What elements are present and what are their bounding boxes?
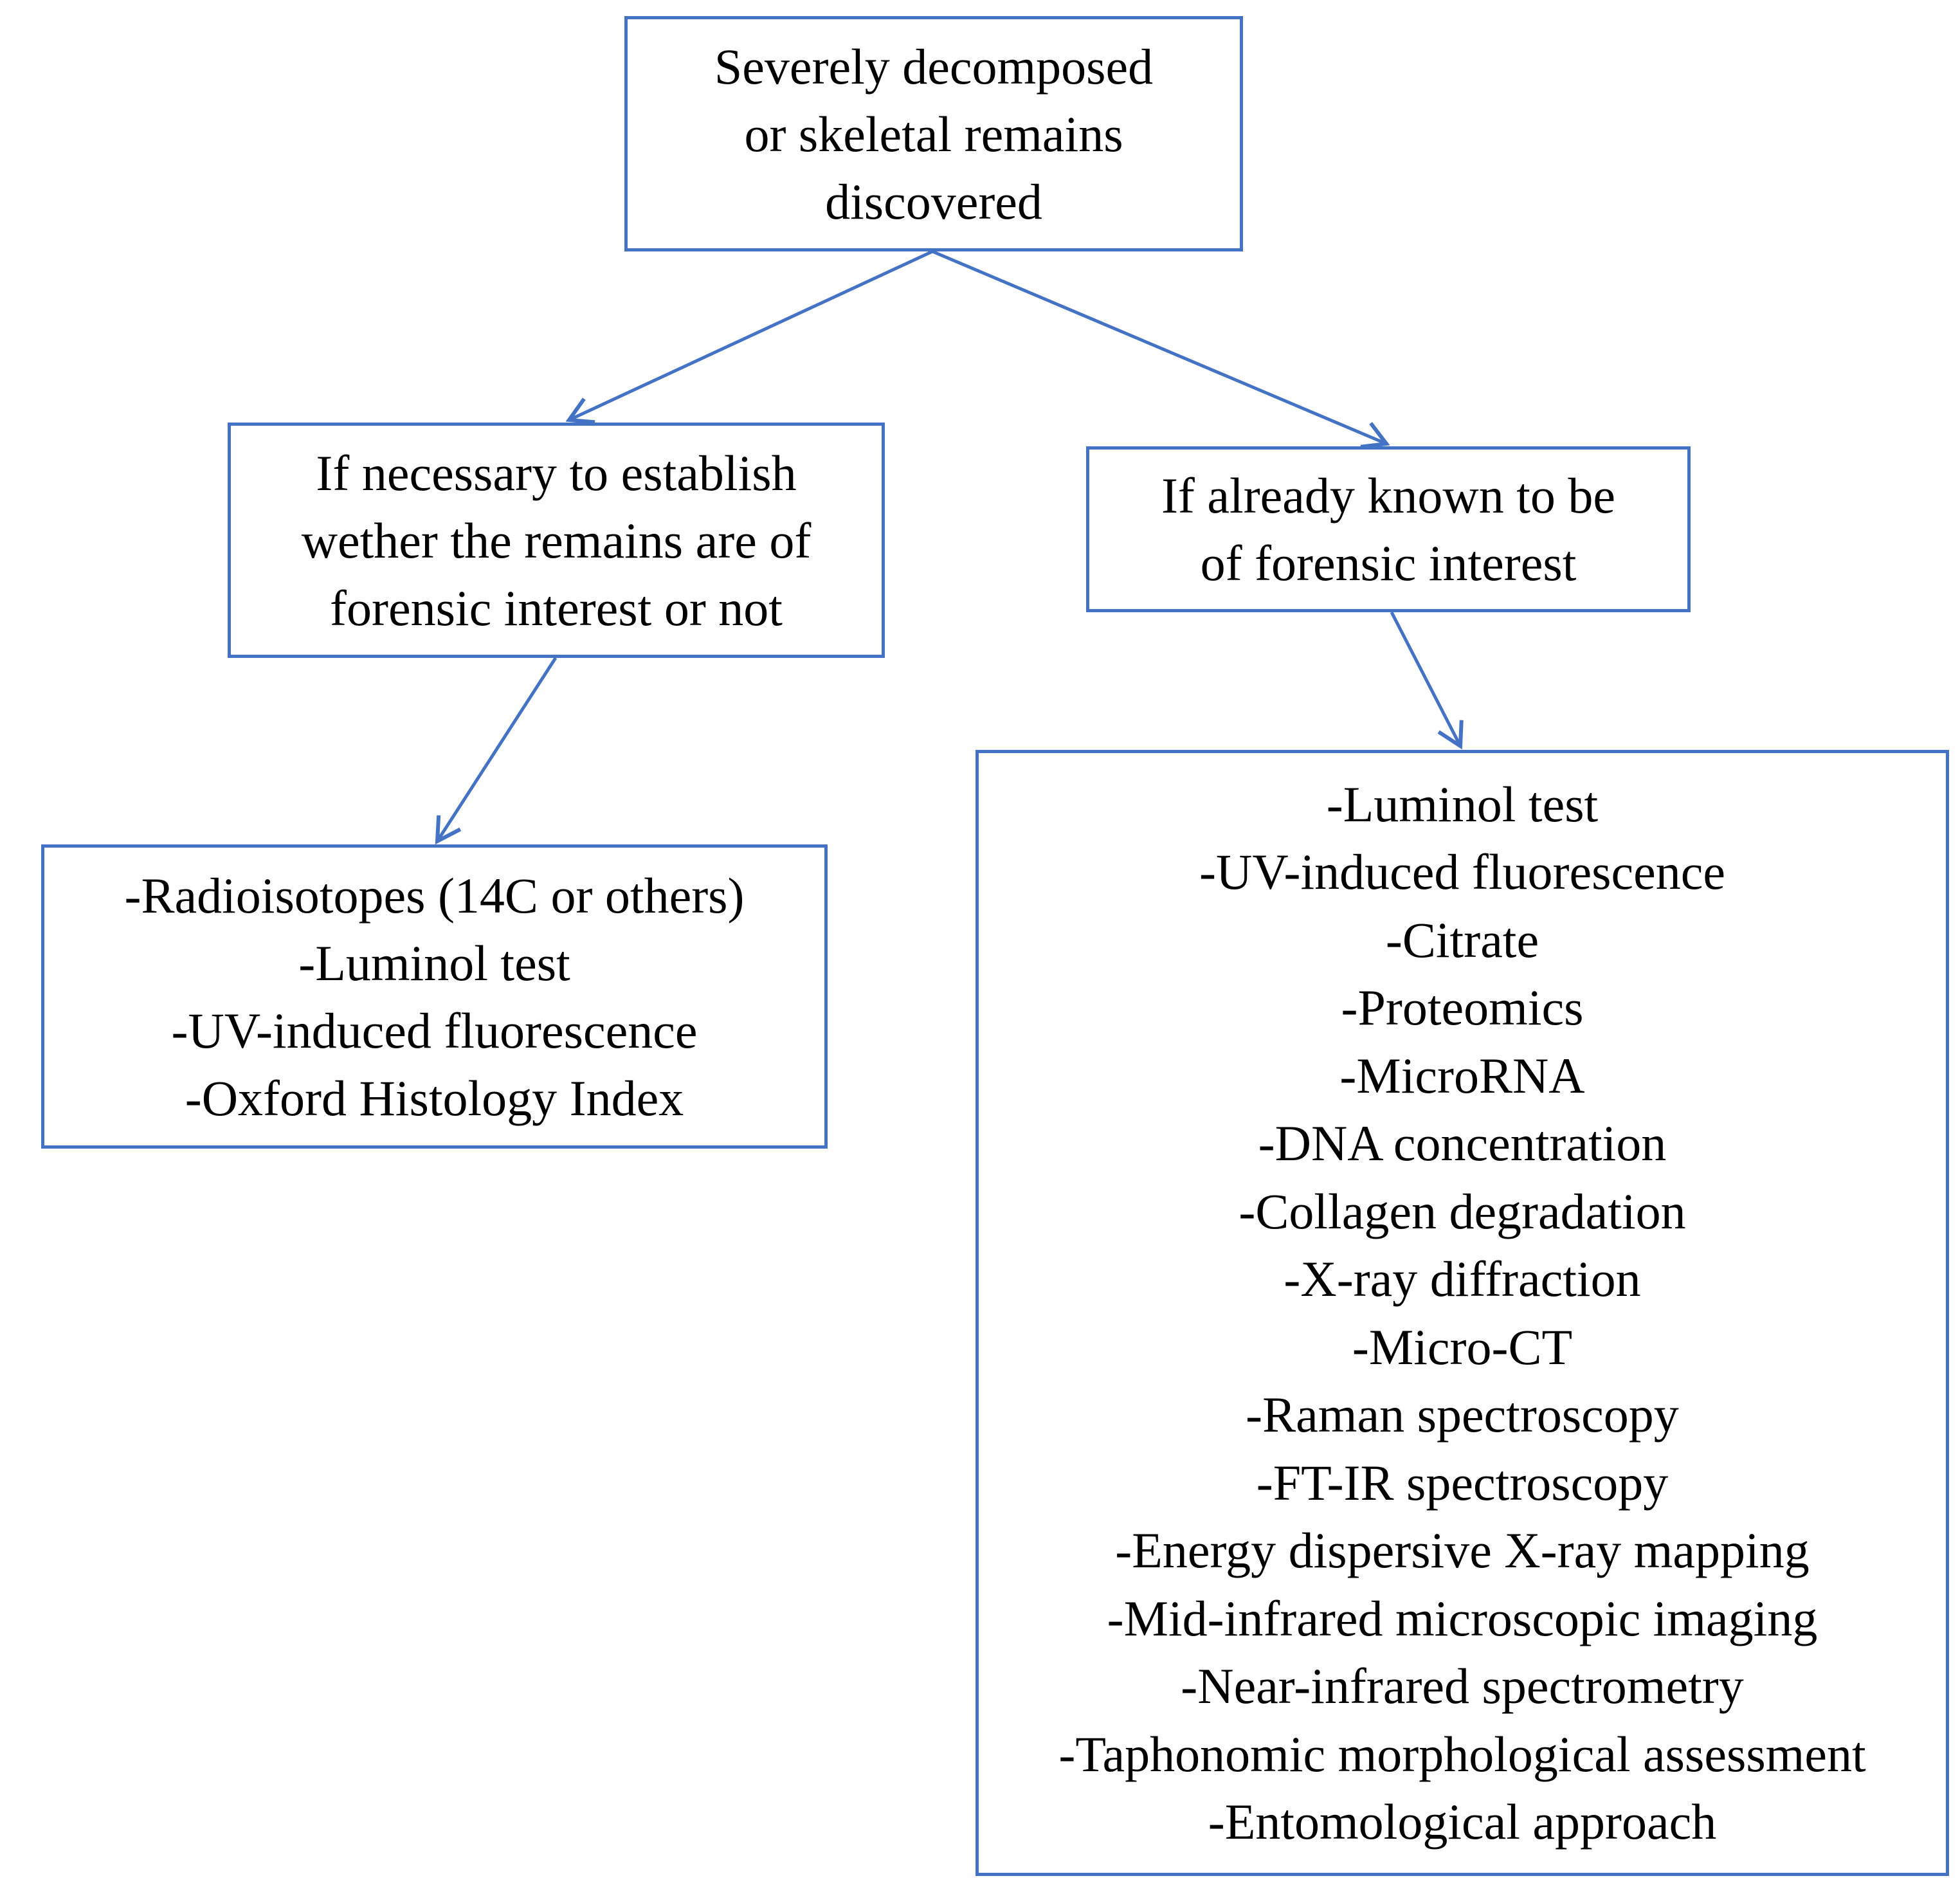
arrow-root-to-known	[932, 250, 1390, 449]
method-item: -UV-induced fluorescence	[1199, 844, 1725, 900]
node-dating-methods-list: -Luminol test -UV-induced fluorescence -…	[975, 750, 1949, 1876]
node-known-forensic-interest: If already known to be of forensic inter…	[1086, 446, 1691, 612]
root-line: discovered	[825, 173, 1042, 230]
method-item: -Taphonomic morphological assessment	[1058, 1726, 1866, 1782]
method-item: -DNA concentration	[1258, 1115, 1667, 1171]
root-node-remains-discovered: Severely decomposed or skeletal remains …	[624, 16, 1243, 251]
node-line: of forensic interest	[1200, 535, 1577, 591]
method-item: -Citrate	[1385, 911, 1539, 968]
method-item: -Mid-infrared microscopic imaging	[1107, 1590, 1818, 1646]
node-line: forensic interest or not	[330, 579, 783, 636]
method-item: -MicroRNA	[1339, 1047, 1585, 1104]
method-list: -Luminol test -UV-induced fluorescence -…	[1058, 770, 1865, 1856]
node-line: wether the remains are of	[301, 512, 812, 569]
method-item: -Near-infrared spectrometry	[1181, 1658, 1744, 1714]
root-line: Severely decomposed	[714, 38, 1154, 95]
method-item: -Luminol test	[298, 934, 570, 991]
method-item: -Raman spectroscopy	[1246, 1387, 1679, 1443]
method-item: -Proteomics	[1341, 979, 1584, 1035]
node-screening-methods-list: -Radioisotopes (14C or others) -Luminol …	[41, 844, 828, 1149]
method-item: -Micro-CT	[1352, 1318, 1573, 1375]
method-item: -Luminol test	[1326, 776, 1599, 832]
arrow-known-to-methods	[1390, 611, 1464, 750]
node-establish-forensic-interest: If necessary to establish wether the rem…	[228, 423, 885, 658]
arrow-root-to-check	[565, 250, 934, 424]
method-item: -Energy dispersive X-ray mapping	[1115, 1522, 1810, 1578]
root-line: or skeletal remains	[744, 105, 1123, 162]
method-item: -Collagen degradation	[1239, 1183, 1686, 1239]
node-line: If already known to be	[1161, 468, 1616, 524]
method-item: -Radioisotopes (14C or others)	[124, 867, 745, 924]
method-item: -UV-induced fluorescence	[171, 1002, 698, 1059]
method-item: -Entomological approach	[1208, 1794, 1717, 1850]
method-item: -Oxford Histology Index	[185, 1070, 684, 1126]
method-item: -FT-IR spectroscopy	[1256, 1454, 1669, 1511]
arrow-check-to-methods	[435, 657, 558, 845]
method-item: -X-ray diffraction	[1284, 1251, 1641, 1307]
node-line: If necessary to establish	[316, 444, 797, 501]
